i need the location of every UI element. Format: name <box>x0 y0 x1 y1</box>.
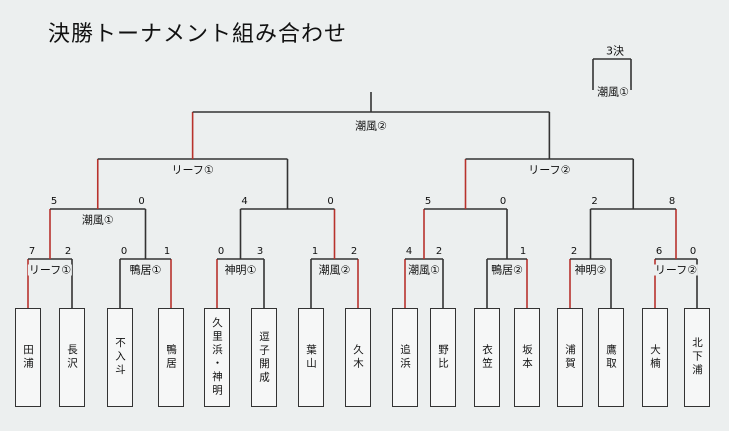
team-name: 久木 <box>352 344 365 371</box>
team-box: 不入斗 <box>107 308 133 407</box>
r2-winner-label: 鴨居② <box>490 263 524 277</box>
score-right: 0 <box>499 196 507 207</box>
score-left: 2 <box>591 196 598 207</box>
r2-winner-label: 神明① <box>223 263 258 277</box>
team-name: 鴨居 <box>165 344 178 371</box>
third-place-label: 3決 <box>605 44 625 58</box>
score-left: 5 <box>424 196 432 207</box>
team-name: 野比 <box>437 344 450 371</box>
team-name: 鷹取 <box>605 344 618 371</box>
r2-winner-label: 神明② <box>573 263 608 277</box>
score-left: 0 <box>217 246 225 257</box>
team-name: 長沢 <box>66 344 79 371</box>
team-name: 葉山 <box>305 344 318 371</box>
score-right: 2 <box>435 246 443 257</box>
team-name: 田浦 <box>22 344 35 371</box>
score-right: 0 <box>138 196 145 207</box>
score-left: 7 <box>28 246 36 257</box>
qf-winner-label: 潮風① <box>80 213 115 227</box>
team-name: 逗子開成 <box>258 330 271 385</box>
team-box: 逗子開成 <box>251 308 277 407</box>
team-box: 長沢 <box>59 308 85 407</box>
team-box: 野比 <box>430 308 456 407</box>
team-box: 浦賀 <box>557 308 583 407</box>
team-name: 北下浦 <box>691 337 704 378</box>
team-box: 大楠 <box>642 308 668 407</box>
final-winner-label: 潮風② <box>354 119 388 133</box>
sf-winner-label: リーフ① <box>170 163 215 177</box>
score-right: 1 <box>519 246 527 257</box>
score-left: 0 <box>120 246 128 257</box>
score-right: 0 <box>689 246 697 257</box>
team-name: 追浜 <box>399 344 412 371</box>
team-box: 久里浜・神明 <box>204 308 230 407</box>
score-right: 8 <box>668 196 676 207</box>
r2-winner-label: 潮風② <box>317 263 352 277</box>
team-box: 久木 <box>345 308 371 407</box>
score-left: 2 <box>570 246 578 257</box>
team-name: 坂本 <box>521 344 534 371</box>
score-right: 3 <box>256 246 264 257</box>
r2-winner-label: リーフ② <box>653 263 699 277</box>
score-right: 0 <box>327 196 334 207</box>
team-name: 不入斗 <box>114 337 127 378</box>
team-box: 鷹取 <box>598 308 624 407</box>
team-name: 大楠 <box>649 344 662 371</box>
team-box: 衣笠 <box>474 308 500 407</box>
score-left: 6 <box>655 246 663 257</box>
team-box: 葉山 <box>298 308 324 407</box>
score-left: 5 <box>50 196 58 207</box>
team-name: 浦賀 <box>564 344 577 371</box>
team-box: 鴨居 <box>158 308 184 407</box>
r2-winner-label: 潮風① <box>407 263 441 277</box>
score-left: 4 <box>405 246 413 257</box>
team-name: 衣笠 <box>481 344 494 371</box>
score-right: 2 <box>64 246 72 257</box>
sf-winner-label: リーフ② <box>527 163 572 177</box>
team-name: 久里浜・神明 <box>211 317 224 398</box>
team-box: 坂本 <box>514 308 540 407</box>
score-right: 1 <box>163 246 171 257</box>
score-left: 4 <box>241 196 248 207</box>
team-box: 追浜 <box>392 308 418 407</box>
team-box: 田浦 <box>15 308 41 407</box>
page-title: 決勝トーナメント組み合わせ <box>48 22 348 47</box>
r2-winner-label: 鴨居① <box>128 263 163 277</box>
score-left: 1 <box>311 246 319 257</box>
third-place-winner: 潮風① <box>596 85 630 99</box>
score-right: 2 <box>350 246 358 257</box>
r2-winner-label: リーフ① <box>27 263 73 277</box>
team-box: 北下浦 <box>684 308 710 407</box>
